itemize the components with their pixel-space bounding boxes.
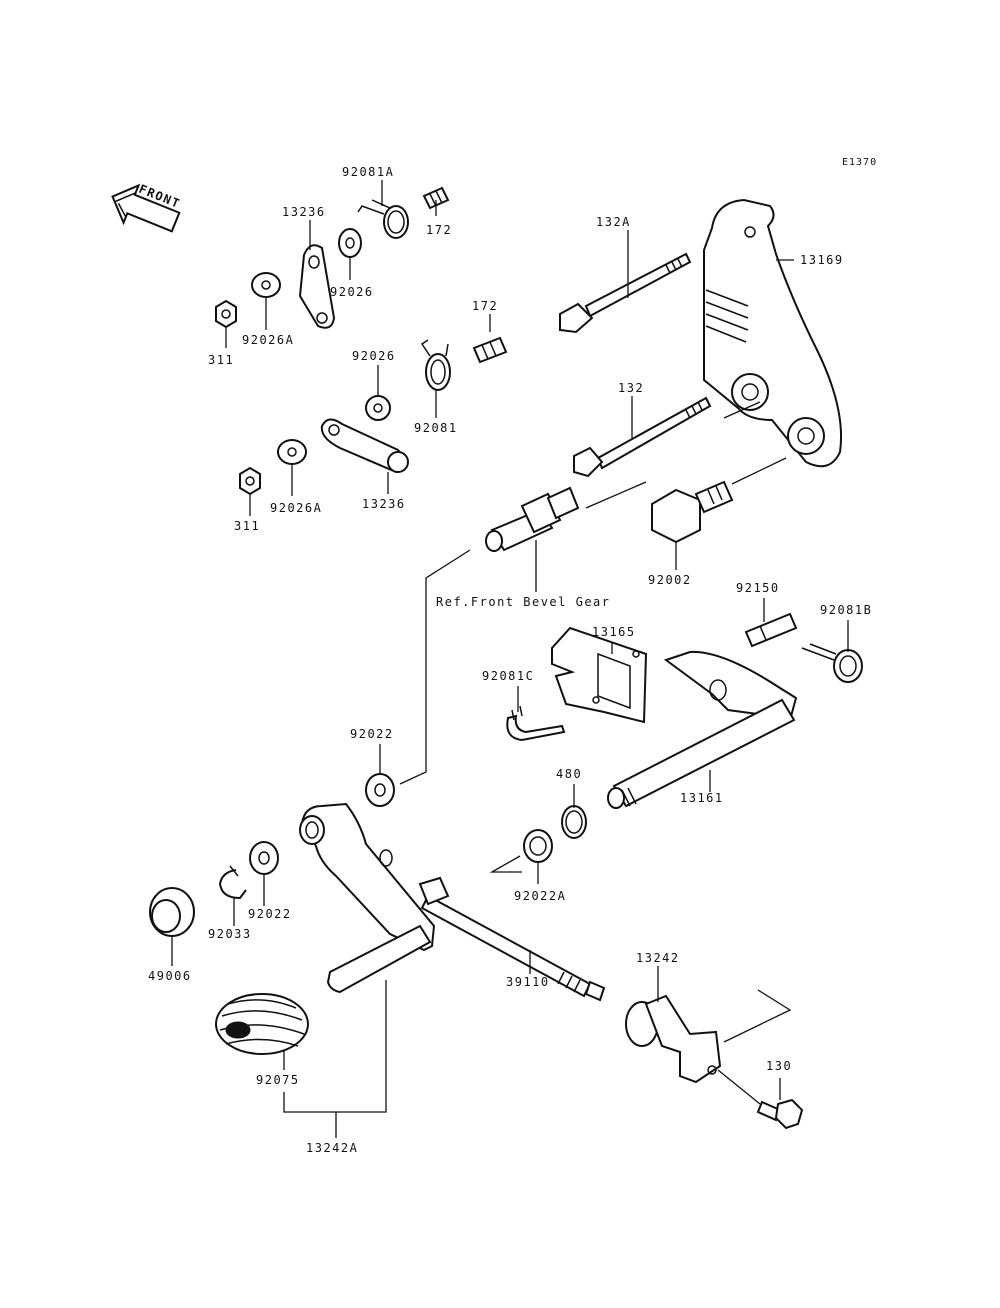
part-labels: 92081A 172 13236 92026 92026A 311 132A 1…: [148, 165, 872, 1155]
label-92022A: 92022A: [514, 889, 566, 903]
shaft-front-bevel-gear: [485, 486, 580, 552]
plate-13165: [551, 626, 648, 724]
bolt-92002: [651, 480, 734, 544]
label-13165: 13165: [592, 625, 636, 639]
pedal-lever-13242A: [299, 802, 436, 994]
label-480: 480: [556, 767, 582, 781]
label-ref-front-bevel-gear: Ref.Front Bevel Gear: [436, 595, 611, 609]
circlip-92033: [218, 865, 247, 900]
link-13236-a: [298, 244, 336, 329]
label-13242: 13242: [636, 951, 680, 965]
label-92150: 92150: [736, 581, 780, 595]
pin-92150: [744, 612, 798, 648]
label-13236-a: 13236: [282, 205, 326, 219]
circlip-480: [561, 805, 587, 839]
spring-92081B: [801, 643, 863, 683]
bracket-13169: [703, 198, 843, 468]
front-arrow-icon: [111, 183, 181, 233]
label-130: 130: [766, 1059, 792, 1073]
label-92081: 92081: [414, 421, 458, 435]
label-92081B: 92081B: [820, 603, 872, 617]
washer-92022-b: [249, 841, 279, 875]
label-92026-b: 92026: [352, 349, 396, 363]
label-92026A-a: 92026A: [242, 333, 294, 347]
pin-172-a: [422, 186, 450, 210]
nut-311-b: [239, 466, 261, 496]
spring-92081A: [357, 199, 409, 239]
cap-49006: [149, 887, 195, 937]
label-49006: 49006: [148, 969, 192, 983]
label-172-b: 172: [472, 299, 498, 313]
leader-lines: [171, 180, 849, 1138]
label-311-b: 311: [234, 519, 260, 533]
washer-92026-a: [338, 228, 362, 258]
label-311-a: 311: [208, 353, 234, 367]
clip-92081C: [506, 705, 566, 742]
label-92022-a: 92022: [350, 727, 394, 741]
label-92026A-b: 92026A: [270, 501, 322, 515]
label-13161: 13161: [680, 791, 724, 805]
bolt-130: [756, 1098, 804, 1130]
nut-311-a: [215, 299, 237, 329]
label-132: 132: [618, 381, 644, 395]
label-13236-b: 13236: [362, 497, 406, 511]
rubber-92075: [215, 993, 309, 1055]
bolt-132: [573, 396, 712, 478]
label-92081A: 92081A: [342, 165, 394, 179]
spring-92081: [420, 339, 451, 391]
diagram-code: E1370: [842, 157, 877, 168]
label-132A: 132A: [596, 215, 631, 229]
washer-92022-a: [365, 773, 395, 807]
shaft-13161: [607, 650, 798, 809]
pin-172-b: [472, 336, 508, 364]
washer-92026A-a: [251, 272, 281, 298]
label-92022-b: 92022: [248, 907, 292, 921]
label-13169: 13169: [800, 253, 844, 267]
label-92002: 92002: [648, 573, 692, 587]
label-13242A: 13242A: [306, 1141, 358, 1155]
label-172-a: 172: [426, 223, 452, 237]
washer-92022A: [523, 829, 553, 863]
label-92026-a: 92026: [330, 285, 374, 299]
washer-92026-b: [365, 395, 391, 421]
label-92075: 92075: [256, 1073, 300, 1087]
link-13236-b: [320, 418, 409, 474]
bolt-132A: [559, 252, 692, 334]
arm-13242: [625, 994, 722, 1084]
rod-39110: [418, 876, 606, 1002]
label-39110: 39110: [506, 975, 550, 989]
label-92033: 92033: [208, 927, 252, 941]
label-92081C: 92081C: [482, 669, 534, 683]
washer-92026A-b: [277, 439, 307, 465]
